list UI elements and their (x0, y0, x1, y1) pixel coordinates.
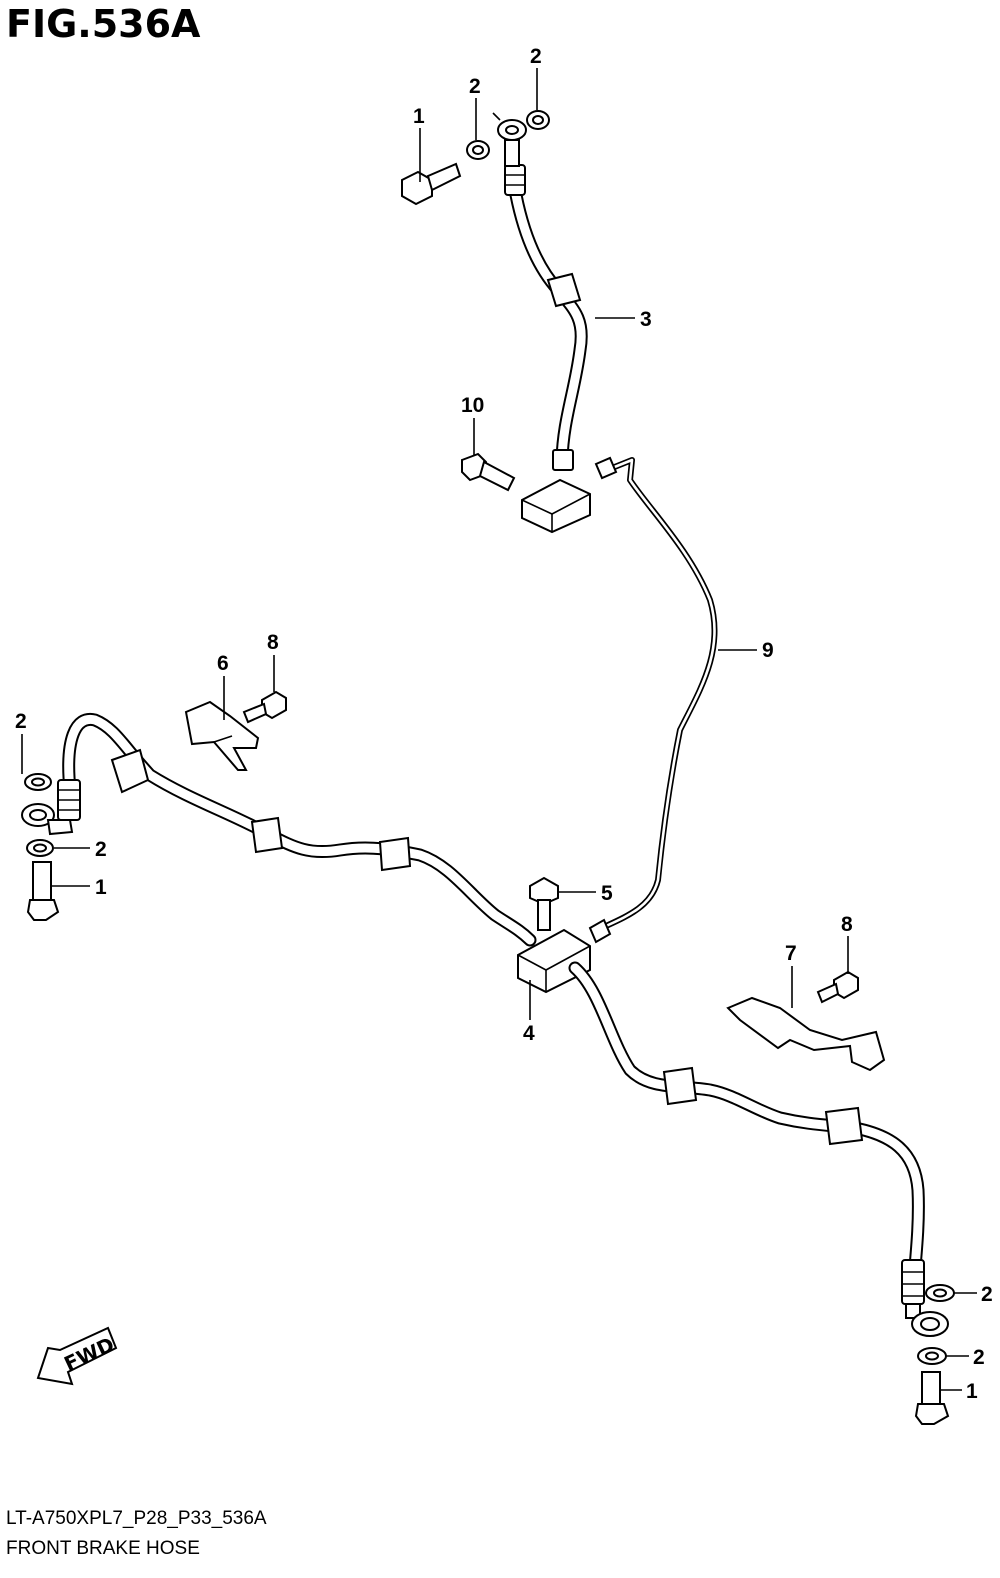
upper-joint-block (521, 478, 591, 534)
callout-1-left: 1 (95, 876, 107, 899)
callout-labels: 1 2 2 3 10 9 6 8 2 2 1 5 4 7 8 2 2 1 (15, 45, 993, 1403)
bolt-1-left (26, 861, 60, 921)
bolt-1-top (401, 162, 462, 206)
figure-title: FIG.536A (6, 2, 201, 46)
washer-2-right-a-hole (933, 1288, 947, 1298)
clamp-7 (726, 996, 886, 1072)
callout-2-right-a: 2 (981, 1283, 993, 1306)
callout-2-left-b: 2 (95, 838, 107, 861)
callout-9: 9 (762, 639, 774, 662)
bolt-5 (529, 876, 559, 931)
callout-8-left: 8 (267, 631, 279, 654)
callout-2-left-a: 2 (15, 710, 27, 733)
fwd-arrow: FWD (36, 1326, 118, 1386)
callout-5: 5 (601, 882, 613, 905)
bolt-8-left (242, 690, 287, 724)
callout-6: 6 (217, 652, 229, 675)
bolt-10 (461, 452, 516, 492)
callout-8-right: 8 (841, 913, 853, 936)
right-brake-hose (568, 961, 949, 1337)
left-brake-hose (21, 712, 537, 947)
washer-2-top-a-hole (472, 145, 484, 155)
washer-2-top-b-hole (532, 115, 544, 125)
upper-brake-hose (492, 112, 588, 471)
figure-code: LT-A750XPL7_P28_P33_536A (6, 1508, 267, 1529)
bolt-8-right (816, 970, 859, 1004)
callout-2-top-b: 2 (530, 45, 542, 68)
callout-4: 4 (523, 1022, 535, 1045)
leader-lines (21, 68, 977, 1391)
figure-caption: FRONT BRAKE HOSE (6, 1538, 200, 1559)
bolt-1-right (914, 1371, 950, 1425)
callout-3: 3 (640, 308, 652, 331)
washer-2-left-b-hole (33, 843, 47, 853)
washer-2-left-a-hole (31, 777, 45, 787)
brake-pipe (588, 456, 718, 944)
callout-2-top-a: 2 (469, 75, 481, 98)
callout-1-top: 1 (413, 105, 425, 128)
callout-2-right-b: 2 (973, 1346, 985, 1369)
center-joint-block (517, 928, 591, 994)
washer-2-right-b-hole (925, 1351, 939, 1361)
callout-7: 7 (785, 942, 797, 965)
callout-1-right: 1 (966, 1380, 978, 1403)
callout-10: 10 (461, 394, 484, 417)
